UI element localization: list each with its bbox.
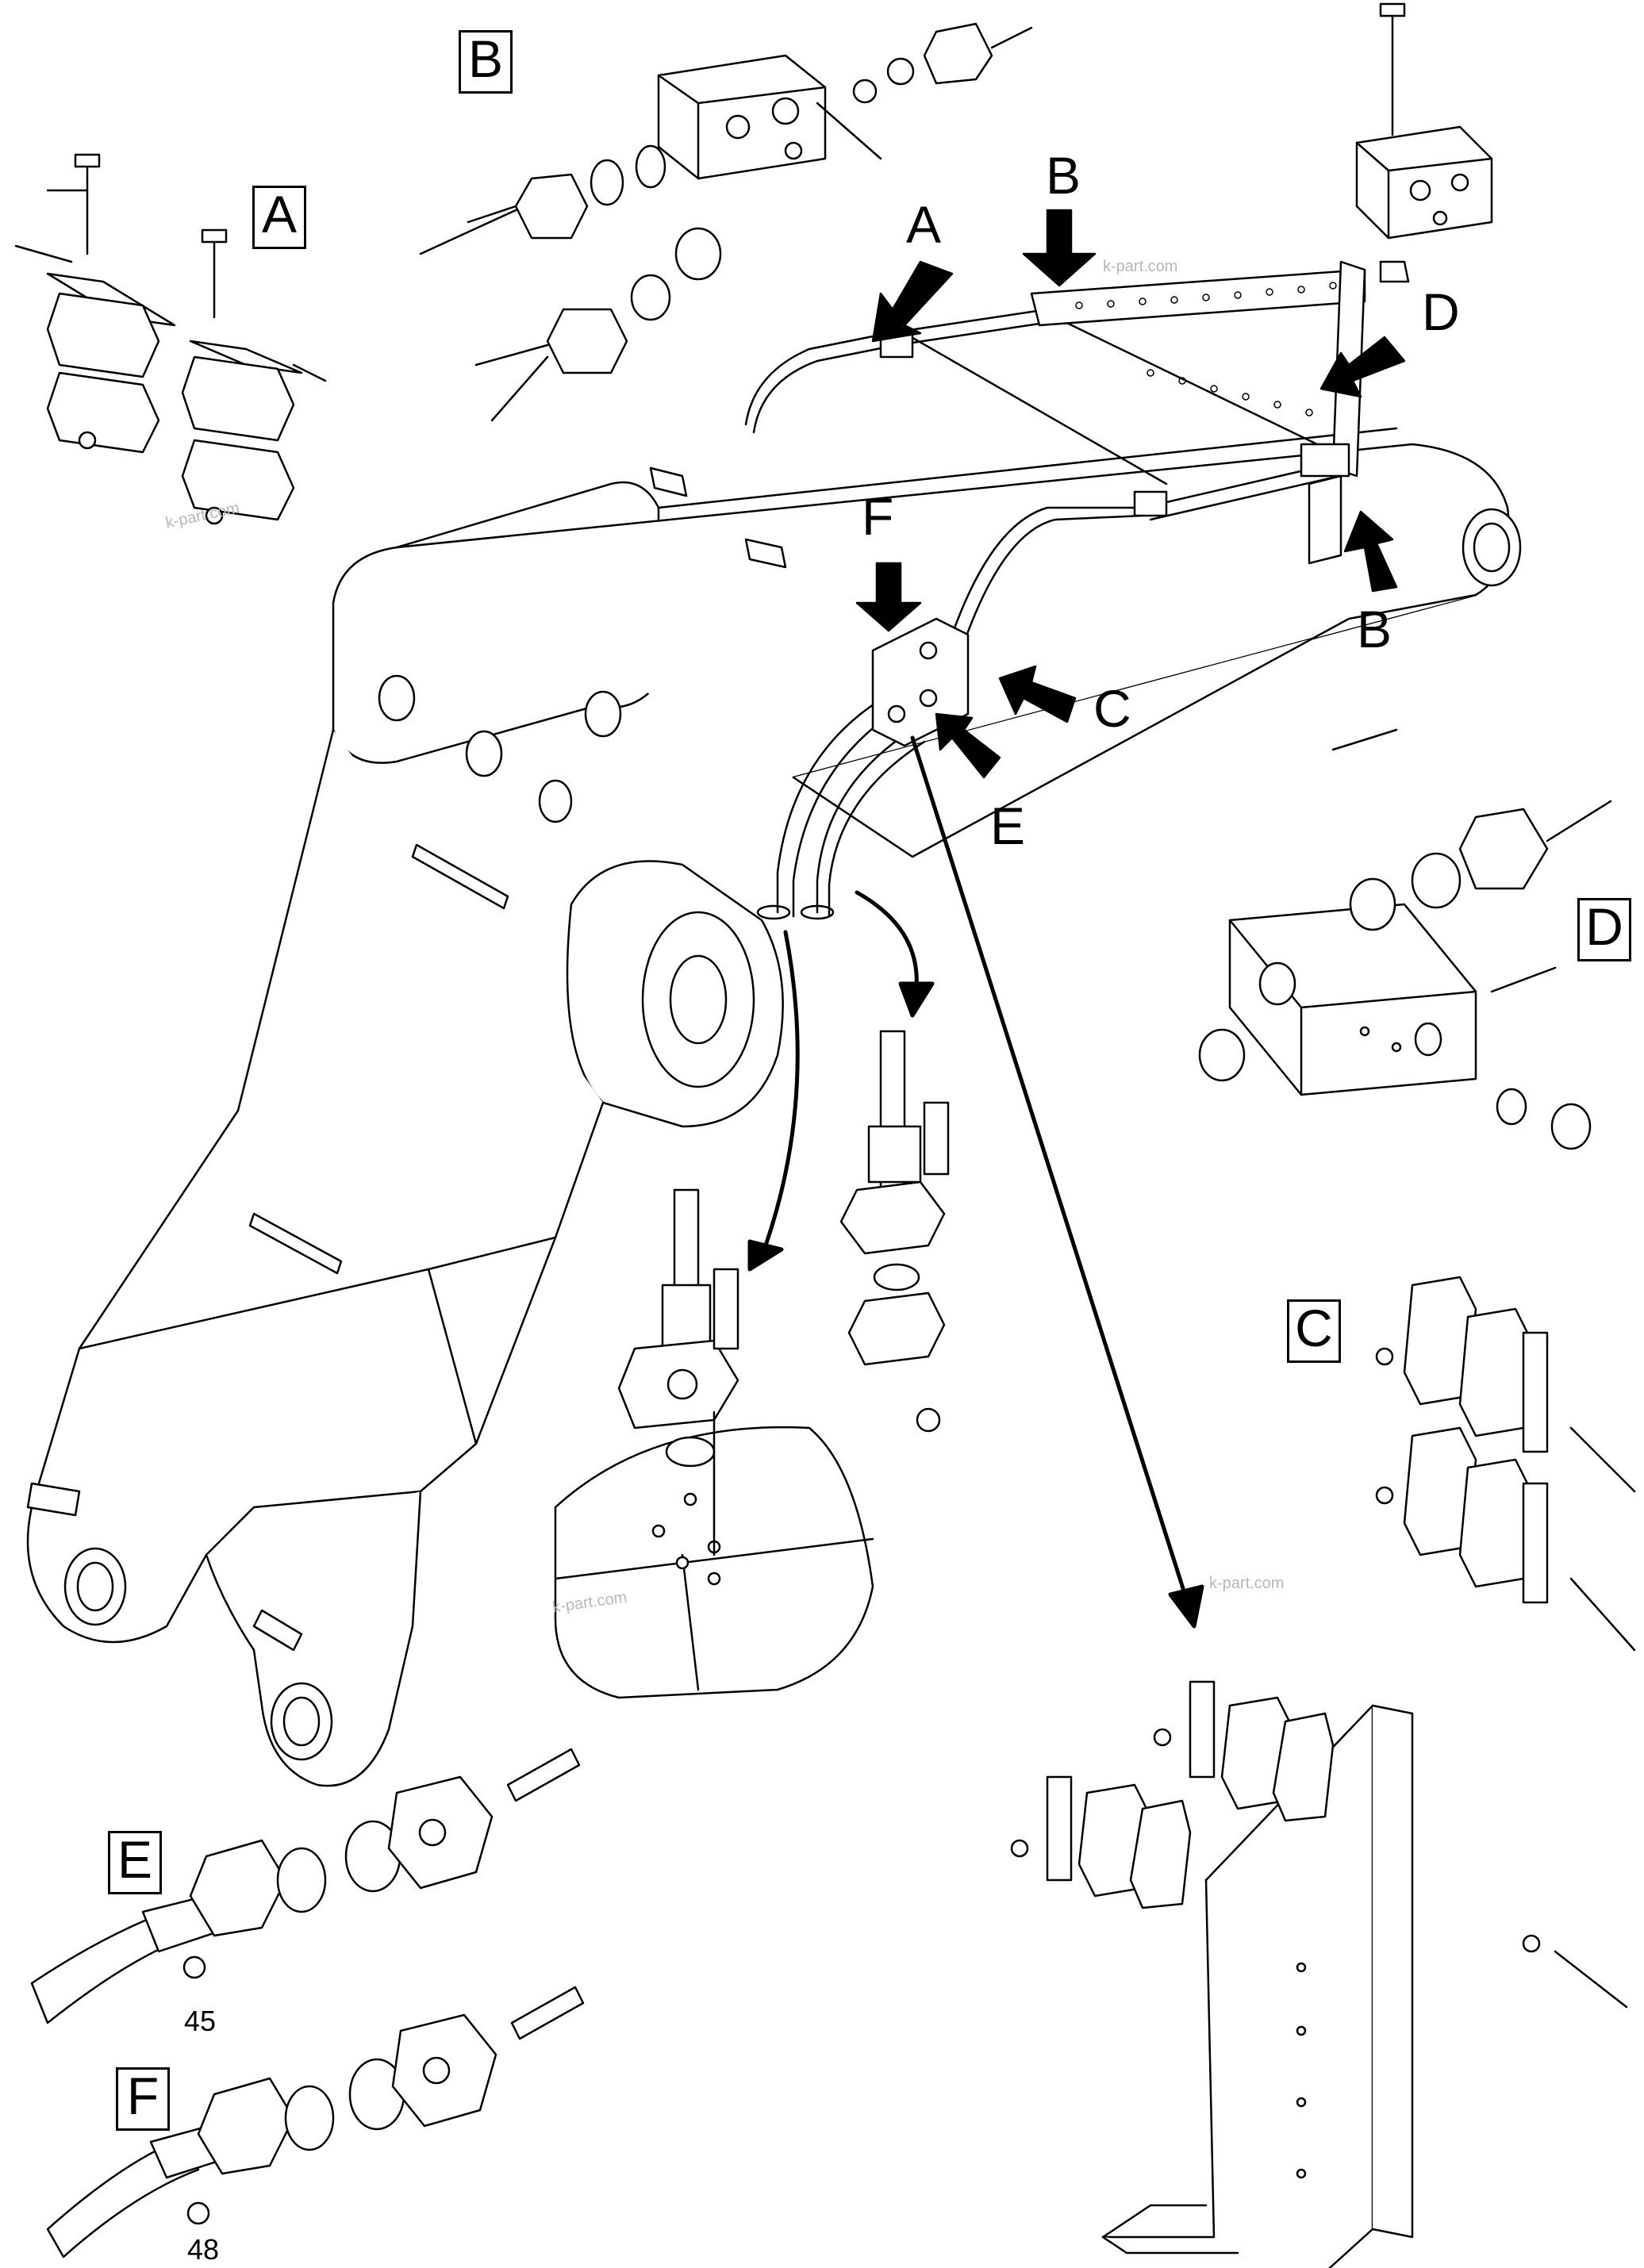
cylinder-stub [554,1426,874,1699]
detail-label-d: D [1577,898,1631,961]
arrow-b-right [1343,510,1398,593]
detail-b-block [419,22,1033,422]
detail-label-e: E [108,1831,162,1894]
hose-routing [744,260,1366,920]
arrow-label-b-top: B [1046,146,1081,205]
arrow-label-b-right: B [1357,600,1392,658]
arrow-a [871,260,954,343]
detail-e-hose-end [30,1748,581,2024]
arrow-b-top [1022,209,1097,287]
detail-f-hose-end [46,1986,585,2258]
watermark: k-part.com [1209,1575,1285,1592]
detail-label-b: B [459,30,513,94]
arrow-label-e: E [990,796,1026,855]
watermark: k-part.com [1103,258,1178,275]
boom-body [26,427,1522,1787]
bracket-assembly [1010,1680,1628,2268]
hose-flange-right [839,1030,950,1433]
manifold-holes [1075,282,1337,416]
arrow-label-f: F [862,487,894,546]
detail-label-f: F [116,2067,170,2131]
part-number-48: 48 [187,2233,220,2266]
arrow-label-d: D [1422,282,1460,341]
detail-b-right-block [1355,2,1493,283]
part-number-45: 45 [184,2005,217,2037]
detail-label-a: A [252,186,306,249]
detail-label-c: C [1287,1299,1341,1363]
arrow-f [855,562,922,632]
hose-flange-left [617,1188,739,1556]
leader-arrows [747,735,1204,1629]
arrow-c [998,665,1077,723]
arrow-label-a: A [906,195,942,254]
arrow-d [1319,336,1406,398]
arrow-e [935,712,1001,779]
arrow-label-c: C [1093,679,1131,738]
detail-d-block [1198,728,1612,1150]
detail-a-clamp [14,153,327,525]
detail-c-clamps [1375,1276,1636,1652]
pointer-arrows [855,209,1406,779]
